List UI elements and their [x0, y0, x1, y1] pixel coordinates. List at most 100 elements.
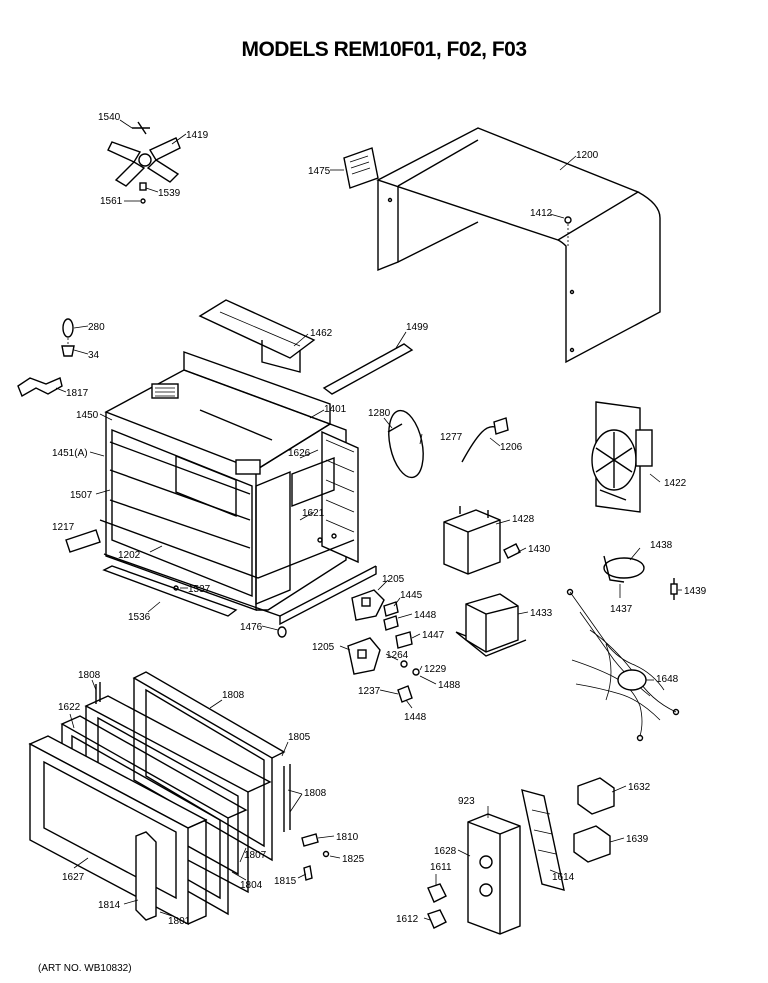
label-1627: 1627 — [62, 872, 85, 883]
label-1611: 1611 — [430, 862, 452, 873]
label-1439: 1439 — [684, 586, 707, 597]
fan-motor — [591, 401, 653, 513]
interlock-switch-upper — [351, 589, 385, 621]
label-1808-mid: 1808 — [222, 690, 245, 701]
label-1476: 1476 — [240, 622, 263, 633]
leader-lines — [55, 119, 682, 921]
label-1815: 1815 — [274, 876, 297, 887]
label-34: 34 — [88, 350, 100, 361]
label-1536: 1536 — [128, 612, 151, 623]
label-1612: 1612 — [396, 914, 419, 925]
label-1438: 1438 — [650, 540, 673, 551]
vent-piece — [343, 147, 379, 189]
label-1277: 1277 — [440, 432, 463, 443]
label-1217: 1217 — [52, 522, 75, 533]
label-1807: 1807 — [244, 850, 267, 861]
label-1817: 1817 — [66, 388, 89, 399]
outer-case — [376, 127, 661, 364]
stirrer-fan-assembly — [107, 121, 181, 204]
control-panel-frame — [467, 813, 521, 935]
label-1430: 1430 — [528, 544, 551, 555]
label-1808-top: 1808 — [78, 670, 101, 681]
label-1448-lower: 1448 — [404, 712, 427, 723]
waveguide-cover — [198, 299, 316, 373]
bracket-1217 — [65, 529, 101, 553]
stirrer-cover — [387, 409, 424, 479]
label-1205-lower: 1205 — [312, 642, 335, 653]
door-handle — [135, 831, 157, 921]
label-1412: 1412 — [530, 208, 553, 219]
timer-knob-1611 — [427, 883, 447, 903]
bar-1499 — [322, 343, 414, 395]
label-1561: 1561 — [100, 196, 123, 207]
label-1448-upper: 1448 — [414, 610, 437, 621]
label-1804: 1804 — [240, 880, 263, 891]
magnetron — [443, 506, 501, 575]
small-switch-parts — [383, 601, 420, 703]
label-1622: 1622 — [58, 702, 81, 713]
part-labels: 1540 1419 1561 1539 1475 1200 1412 280 3… — [52, 112, 707, 927]
label-1445: 1445 — [400, 590, 423, 601]
oven-cavity — [99, 351, 377, 626]
lamp-assembly — [61, 318, 75, 357]
transformer — [455, 593, 527, 657]
timer-knob-1612 — [427, 909, 447, 929]
screw-1412 — [564, 216, 572, 248]
label-1648: 1648 — [656, 674, 679, 685]
latch-parts — [301, 833, 330, 881]
label-1264: 1264 — [386, 650, 409, 661]
label-1621: 1621 — [302, 508, 325, 519]
label-1205-upper: 1205 — [382, 574, 405, 585]
label-1810: 1810 — [336, 832, 359, 843]
switch-1639 — [573, 825, 611, 863]
label-1626: 1626 — [288, 448, 311, 459]
label-1437: 1437 — [610, 604, 633, 615]
label-1825: 1825 — [342, 854, 365, 865]
label-1462: 1462 — [310, 328, 333, 339]
capacitor — [603, 555, 645, 583]
glide-strip — [102, 565, 238, 617]
label-1540: 1540 — [98, 112, 121, 123]
label-280: 280 — [88, 322, 105, 333]
label-1280: 1280 — [368, 408, 391, 419]
label-1628: 1628 — [434, 846, 457, 857]
label-1801: 1801 — [168, 916, 191, 927]
diagram-title: MODELS REM10F01, F02, F03 — [241, 38, 527, 61]
label-1419: 1419 — [186, 130, 209, 141]
foot-1476 — [277, 626, 287, 638]
label-1488: 1488 — [438, 680, 461, 691]
label-1401: 1401 — [324, 404, 347, 415]
label-1475: 1475 — [308, 166, 331, 177]
switch-1632 — [577, 777, 615, 815]
label-1537: 1537 — [188, 584, 211, 595]
label-1507: 1507 — [70, 490, 93, 501]
label-1422: 1422 — [664, 478, 687, 489]
power-cord — [461, 417, 509, 463]
label-1814: 1814 — [98, 900, 121, 911]
label-1237: 1237 — [358, 686, 381, 697]
label-1639: 1639 — [626, 834, 649, 845]
label-1451: 1451(A) — [52, 448, 88, 459]
interlock-switch-lower — [347, 637, 381, 675]
art-number: (ART NO. WB10832) — [38, 963, 132, 974]
clip-1430 — [503, 543, 521, 559]
label-1539: 1539 — [158, 188, 181, 199]
label-1200: 1200 — [576, 150, 599, 161]
label-1433: 1433 — [530, 608, 553, 619]
label-1808-side: 1808 — [304, 788, 327, 799]
label-1428: 1428 — [512, 514, 535, 525]
diode — [670, 578, 678, 600]
bracket-1817 — [17, 377, 63, 398]
label-1450: 1450 — [76, 410, 99, 421]
label-1805: 1805 — [288, 732, 311, 743]
door-hinge-strips — [95, 682, 291, 832]
label-1632: 1632 — [628, 782, 651, 793]
label-1447: 1447 — [422, 630, 445, 641]
label-1229: 1229 — [424, 664, 447, 675]
label-1614: 1614 — [552, 872, 575, 883]
control-board — [521, 789, 565, 891]
label-923: 923 — [458, 796, 475, 807]
label-1202: 1202 — [118, 550, 141, 561]
label-1499: 1499 — [406, 322, 429, 333]
